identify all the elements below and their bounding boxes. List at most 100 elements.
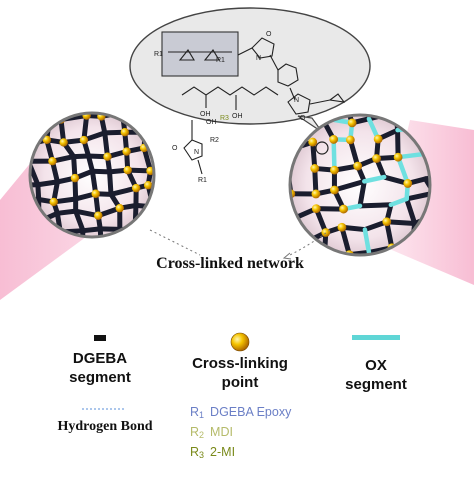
dgeba-segment [349, 255, 356, 272]
cross-linking-point [329, 135, 338, 144]
cross-linking-point [320, 251, 329, 260]
dgeba-segment [4, 107, 8, 125]
cross-linking-point [77, 94, 85, 102]
dgeba-segment [119, 92, 122, 113]
dgeba-segment [305, 243, 306, 256]
cross-linking-point [37, 99, 45, 107]
dgeba-segment [13, 161, 29, 162]
ox-segment [261, 124, 278, 135]
cross-linking-point [380, 89, 389, 98]
dgeba-segment [384, 93, 396, 112]
cross-linking-point-label: Cross-linking point [170, 354, 310, 392]
dgeba-segment [278, 124, 283, 151]
cross-linking-point [172, 223, 180, 231]
ox-segment-symbol [352, 335, 400, 340]
r3-label: R3 [220, 115, 229, 122]
cross-linking-point [19, 116, 27, 124]
dgeba-segment [384, 84, 412, 94]
dgeba-segment [159, 127, 167, 145]
hydrogen-bond-label: Hydrogen Bond [40, 419, 170, 435]
cross-linking-point [131, 226, 139, 234]
cross-linking-point [352, 267, 361, 276]
dgeba-line2: segment [40, 368, 160, 387]
cross-linking-point [308, 138, 317, 147]
cross-linking-point [403, 179, 412, 188]
dgeba-segment [159, 108, 160, 127]
n-label-1: N [256, 55, 261, 62]
cross-linking-point [115, 87, 123, 95]
cross-linking-point [48, 157, 56, 165]
r2-text: MDI [210, 425, 233, 439]
ox-segment [274, 219, 294, 222]
o-label-2: O [300, 115, 306, 122]
dgeba-segment [430, 83, 436, 107]
cross-linking-point [346, 135, 355, 144]
dgeba-segment [176, 227, 181, 242]
n-label-2: N [294, 97, 299, 104]
dgeba-segment [171, 204, 176, 228]
cross-linking-point [132, 184, 140, 192]
dgeba-segment [135, 228, 158, 230]
dgeba-segment [412, 84, 414, 112]
r2-subscript: 2 [199, 430, 204, 440]
cross-linking-point-symbol [231, 333, 249, 351]
cross-linking-point [279, 147, 288, 156]
dgeba-segment [97, 92, 119, 100]
dgeba-segment [135, 230, 141, 246]
cross-linking-point [301, 238, 310, 247]
cross-linking-point [408, 79, 417, 88]
r1-symbol: R [190, 405, 199, 419]
cross-linking-point [155, 123, 163, 131]
cross-linking-point [392, 108, 401, 117]
r1-label-mid: R1 [216, 57, 225, 64]
cross-linking-point [118, 108, 126, 116]
dgeba-segment [100, 229, 101, 250]
dgeba-segment [166, 171, 173, 188]
ox-segment [334, 139, 335, 170]
cross-linking-point [372, 154, 381, 163]
dgeba-segment [414, 107, 437, 111]
dgeba-segment [137, 116, 145, 132]
cross-linking-point [310, 164, 319, 173]
cross-linking-point [337, 223, 346, 232]
cross-linking-point [339, 205, 348, 214]
cross-linking-point [153, 224, 161, 232]
dgeba-segment [83, 229, 100, 231]
cross-linking-point [330, 186, 339, 195]
r1-label-bottom: R1 [198, 177, 207, 184]
dgeba-segment [264, 168, 287, 175]
dgeba-segment [7, 126, 10, 144]
dgeba-segment [13, 161, 15, 185]
cross-linking-point [394, 153, 403, 162]
cross-linking-point [59, 138, 67, 146]
dgeba-segment [356, 271, 372, 274]
dgeba-segment [42, 103, 49, 126]
dgeba-segment [369, 93, 384, 97]
ox-line2: segment [326, 375, 426, 394]
cross-linking-point [71, 174, 79, 182]
dgeba-segment [57, 211, 75, 213]
dgeba-segment [4, 103, 20, 108]
dgeba-segment [324, 256, 332, 278]
ox-segment-label: OX segment [326, 356, 426, 394]
cross-linking-point [157, 244, 165, 252]
ox-segment [282, 243, 305, 244]
r3-text: 2-MI [210, 445, 235, 459]
dgeba-segment [10, 144, 12, 161]
dgeba-segment [392, 248, 396, 273]
cross-linking-point [124, 166, 132, 174]
r1-label-top: R1 [154, 51, 163, 58]
crosslink-line1: Cross-linking [170, 354, 310, 373]
cross-linking-point [260, 171, 269, 180]
cross-linking-point [94, 211, 102, 219]
cross-linking-point [141, 128, 149, 136]
cross-linking-point [133, 112, 141, 120]
cross-linking-point [368, 270, 377, 279]
dgeba-segment [283, 152, 287, 168]
dgeba-segment-symbol [94, 335, 106, 341]
o-label-3: O [172, 145, 178, 152]
dgeba-segment [264, 175, 274, 198]
